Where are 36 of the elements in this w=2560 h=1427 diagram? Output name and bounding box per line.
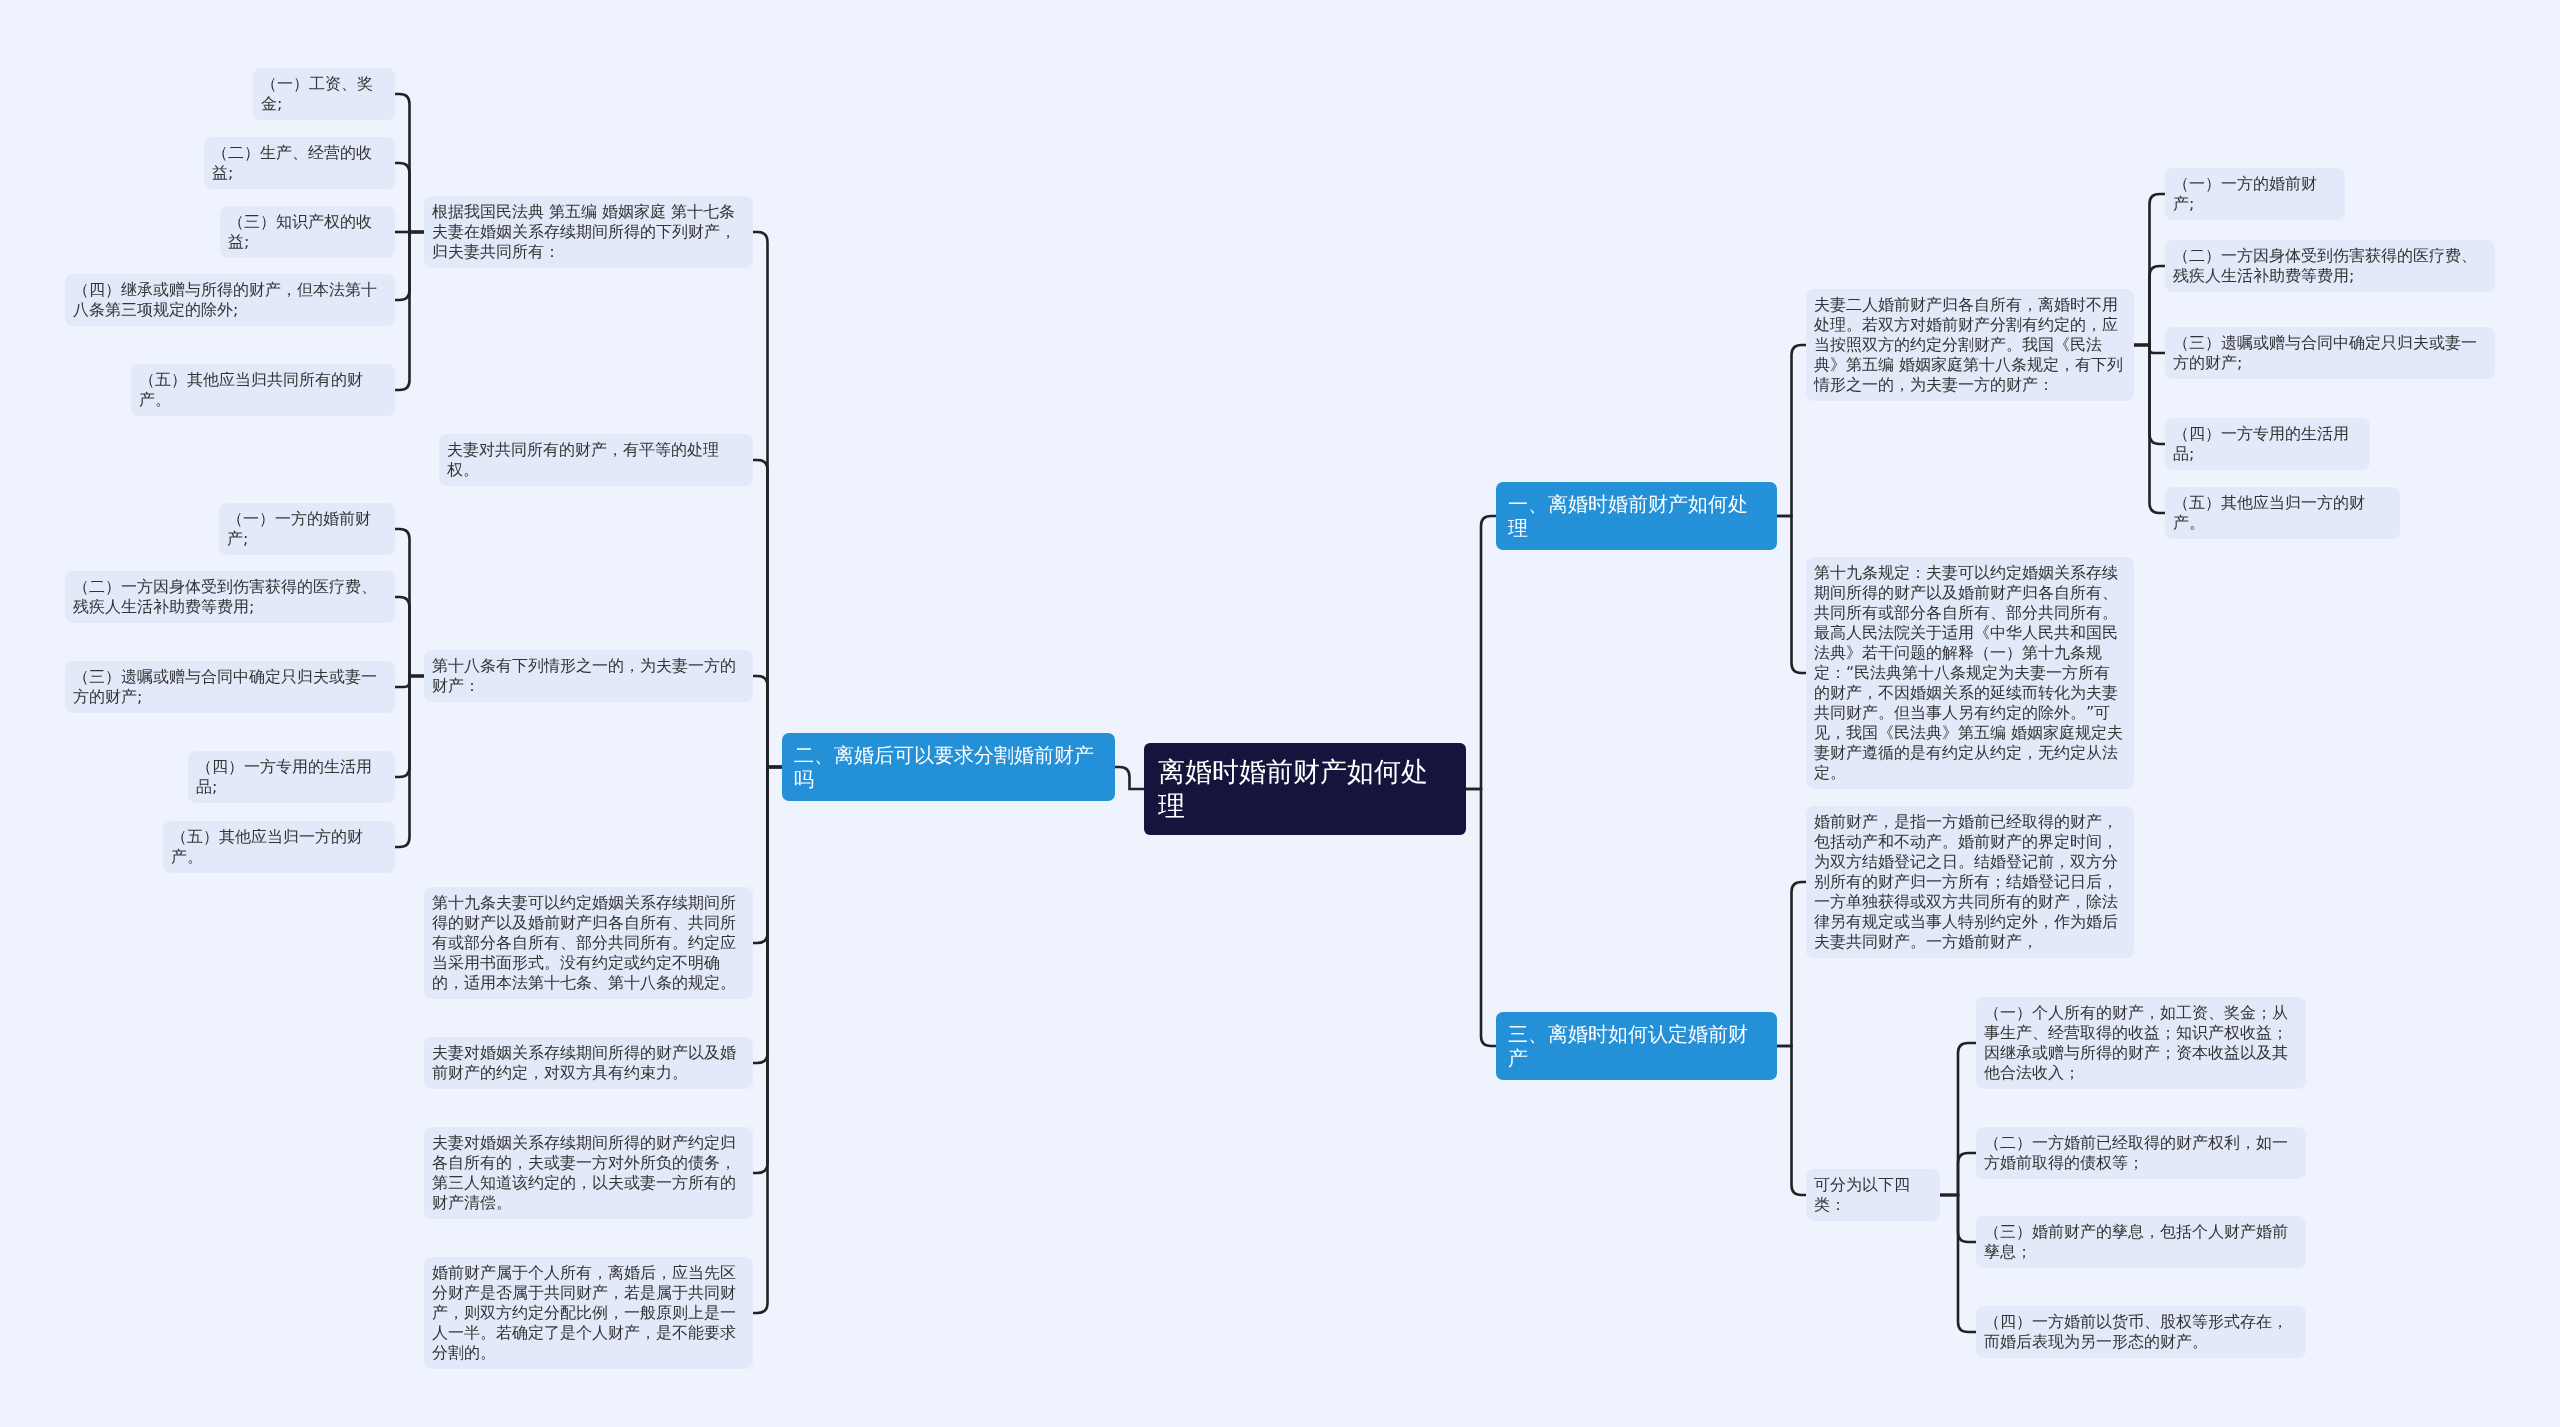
subtopic-box: （三）婚前财产的孳息，包括个人财产婚前孳息； <box>1976 1216 2306 1268</box>
subtopic-box: 婚前财产，是指一方婚前已经取得的财产，包括动产和不动产。婚前财产的界定时间，为双方结婚登记之日。结婚登记前，双方分别所有的财产归一方所有；结婚登记日后，一方单独获得或双方共同所有的财产，除法律另有规定或当事人特别约定外，作为婚后夫妻共同财产。一方婚前财产， <box>1806 806 2134 958</box>
subtopic-box: 可分为以下四类： <box>1806 1169 1940 1221</box>
subtopic-box: （一）一方的婚前财产; <box>219 503 395 555</box>
subtopic-box: 夫妻对共同所有的财产，有平等的处理权。 <box>439 434 753 486</box>
subtopic-box: （四）一方专用的生活用品; <box>2165 418 2370 470</box>
topic-box: 三、离婚时如何认定婚前财产 <box>1496 1012 1777 1080</box>
topic-box: 二、离婚后可以要求分割婚前财产吗 <box>782 733 1115 801</box>
subtopic-box: （四）一方专用的生活用品; <box>188 751 395 803</box>
subtopic-box: （四）继承或赠与所得的财产，但本法第十八条第三项规定的除外; <box>65 274 395 326</box>
subtopic-box: 第十九条规定：夫妻可以约定婚姻关系存续期间所得的财产以及婚前财产归各自所有、共同所有或部分各自所有、部分共同所有。最高人民法院关于适用《中华人民共和国民法典》若干问题的解释（一）第十九条规定：“民法典第十八条规定为夫妻一方所有的财产，不因婚姻关系的延续而转化为夫妻共同财产。但当事人另有约定的除外。”可见，我国《民法典》第五编 婚姻家庭规定夫妻财产遵循的是有约定从约定，无约定从法定。 <box>1806 557 2134 789</box>
subtopic-box: 夫妻二人婚前财产归各自所有，离婚时不用处理。若双方对婚前财产分割有约定的，应当按照双方的约定分割财产。我国《民法典》第五编 婚姻家庭第十八条规定，有下列情形之一的，为夫妻一方的财产： <box>1806 289 2134 401</box>
connector-line <box>1940 1193 1976 1334</box>
subtopic-box: （三）遗嘱或赠与合同中确定只归夫或妻一方的财产; <box>65 661 395 713</box>
subtopic-box: 根据我国民法典 第五编 婚姻家庭 第十七条夫妻在婚姻关系存续期间所得的下列财产，归夫妻共同所有： <box>424 196 753 268</box>
subtopic-box: 夫妻对婚姻关系存续期间所得的财产约定归各自所有的，夫或妻一方对外所负的债务，第三人知道该约定的，以夫或妻一方所有的财产清偿。 <box>424 1127 753 1219</box>
subtopic-box: （三）遗嘱或赠与合同中确定只归夫或妻一方的财产; <box>2165 327 2495 379</box>
subtopic-box: （四）一方婚前以货币、股权等形式存在，而婚后表现为另一形态的财产。 <box>1976 1306 2306 1358</box>
topic-box: 一、离婚时婚前财产如何处理 <box>1496 482 1777 550</box>
subtopic-box: （五）其他应当归一方的财产。 <box>163 821 395 873</box>
subtopic-box: 夫妻对婚姻关系存续期间所得的财产以及婚前财产的约定，对双方具有约束力。 <box>424 1037 753 1089</box>
subtopic-box: （二）一方因身体受到伤害获得的医疗费、残疾人生活补助费等费用; <box>65 571 395 623</box>
subtopic-box: （三）知识产权的收益; <box>220 206 395 258</box>
subtopic-box: 第十八条有下列情形之一的，为夫妻一方的财产： <box>424 650 753 702</box>
subtopic-box: 婚前财产属于个人所有，离婚后，应当先区分财产是否属于共同财产，若是属于共同财产，则双方约定分配比例，一般原则上是一人一半。若确定了是个人财产，是不能要求分割的。 <box>424 1257 753 1369</box>
subtopic-box: （二）一方婚前已经取得的财产权利，如一方婚前取得的债权等； <box>1976 1127 2306 1179</box>
subtopic-box: 第十九条夫妻可以约定婚姻关系存续期间所得的财产以及婚前财产归各自所有、共同所有或部分各自所有、部分共同所有。约定应当采用书面形式。没有约定或约定不明确的，适用本法第十七条、第十八条的规定。 <box>424 887 753 999</box>
subtopic-box: （一）一方的婚前财产; <box>2165 168 2345 220</box>
subtopic-box: （五）其他应当归一方的财产。 <box>2165 487 2400 539</box>
subtopic-box: （一）工资、奖金; <box>253 68 395 120</box>
subtopic-box: （二）一方因身体受到伤害获得的医疗费、残疾人生活补助费等费用; <box>2165 240 2495 292</box>
subtopic-box: （一）个人所有的财产，如工资、奖金；从事生产、经营取得的收益；知识产权收益；因继承或赠与所得的财产；资本收益以及其他合法收入； <box>1976 997 2306 1089</box>
subtopic-box: （五）其他应当归共同所有的财产。 <box>131 364 395 416</box>
subtopic-box: （二）生产、经营的收益; <box>204 137 395 189</box>
central-topic-box: 离婚时婚前财产如何处理 <box>1144 743 1466 835</box>
connector-line <box>1115 765 1144 791</box>
